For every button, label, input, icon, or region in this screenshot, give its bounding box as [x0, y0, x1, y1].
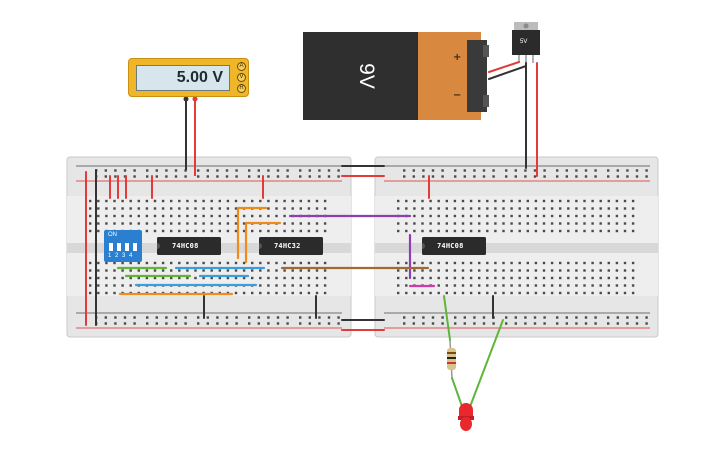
chip-label-right: 74HC08 — [437, 242, 464, 250]
multimeter-display: 5.00 V — [136, 65, 230, 91]
signal-wires[interactable] — [116, 206, 436, 296]
mode-knob-volt[interactable]: V — [237, 73, 246, 82]
chip-74hc32[interactable] — [259, 237, 323, 255]
dip-switch[interactable] — [104, 230, 142, 262]
breadboard-right[interactable] — [374, 156, 659, 338]
chip-74hc08-left[interactable] — [157, 237, 221, 255]
multimeter-leads[interactable] — [183, 96, 198, 177]
voltage-regulator[interactable] — [512, 22, 540, 63]
battery-label: 9V — [355, 63, 378, 89]
led-red[interactable] — [458, 403, 474, 431]
mode-knob-ampere[interactable]: A — [237, 62, 246, 71]
chip-74hc08-right[interactable] — [422, 237, 486, 255]
regulator-label: 5V — [520, 39, 528, 45]
resistor[interactable] — [447, 339, 456, 379]
rail-wires[interactable] — [85, 165, 494, 331]
battery-minus-mark: − — [453, 90, 462, 101]
chip-label-middle: 74HC32 — [274, 242, 301, 250]
dip-on-label: ON — [108, 232, 117, 238]
power-wires[interactable] — [488, 61, 538, 177]
multimeter[interactable]: 5.00 V A V R — [128, 58, 249, 97]
mode-knob-resistance[interactable]: R — [237, 84, 246, 93]
dip-numbers: 1 2 3 4 — [108, 253, 134, 259]
chip-label-left: 74HC08 — [172, 242, 199, 250]
battery-9v[interactable] — [303, 32, 489, 120]
battery-plus-mark: + — [453, 52, 462, 63]
breadboard-holes — [397, 169, 648, 325]
